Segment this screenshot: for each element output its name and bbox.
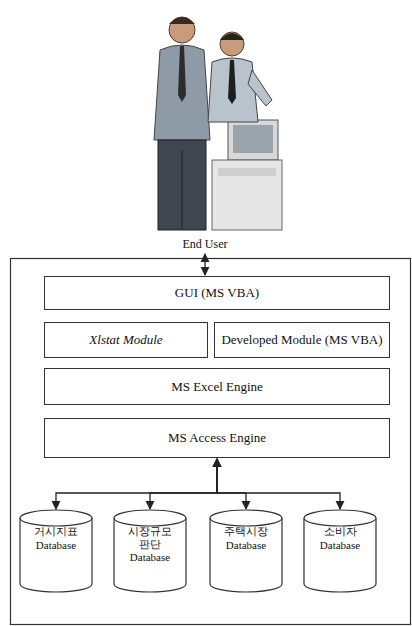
node-label: MS Access Engine bbox=[168, 430, 266, 446]
node-label: 시장규모 판단 bbox=[121, 526, 179, 551]
database-label: Database bbox=[121, 551, 179, 564]
node-label: MS Excel Engine bbox=[171, 379, 263, 395]
engine-box: MS Excel Engine bbox=[44, 368, 390, 405]
database-label: Database bbox=[311, 539, 369, 552]
database-label: Database bbox=[217, 539, 275, 552]
node-label: 거시지표 bbox=[27, 526, 85, 539]
cylinder-outline bbox=[18, 508, 94, 594]
end-user-figure: End User bbox=[130, 4, 280, 252]
gui-box: GUI (MS VBA) bbox=[44, 276, 390, 310]
database-cylinder: 시장규모 판단Database bbox=[112, 508, 188, 594]
database-label: Database bbox=[27, 539, 85, 552]
node-label: 소비자 bbox=[311, 526, 369, 539]
database-cylinder: 주택시장Database bbox=[208, 508, 284, 594]
system-frame bbox=[11, 259, 411, 625]
double-arrow bbox=[217, 459, 246, 509]
node-label: 주택시장 bbox=[217, 526, 275, 539]
cylinder-outline bbox=[302, 508, 378, 594]
double-arrow bbox=[204, 254, 205, 275]
cylinder-outline bbox=[208, 508, 284, 594]
users-illustration bbox=[154, 17, 282, 230]
database-cylinder: 거시지표Database bbox=[18, 508, 94, 594]
module-box: Xlstat Module bbox=[44, 322, 208, 358]
double-arrow bbox=[150, 459, 217, 509]
node-label: End User bbox=[181, 237, 230, 251]
engine-box: MS Access Engine bbox=[44, 418, 390, 458]
database-cylinder: 소비자Database bbox=[302, 508, 378, 594]
node-label: Developed Module (MS VBA) bbox=[221, 332, 382, 348]
cylinder-outline bbox=[112, 508, 188, 594]
double-arrow bbox=[217, 459, 340, 509]
module-box: Developed Module (MS VBA) bbox=[214, 322, 390, 358]
double-arrow bbox=[56, 459, 217, 509]
node-label: GUI (MS VBA) bbox=[175, 285, 259, 301]
node-label: Xlstat Module bbox=[89, 332, 162, 348]
